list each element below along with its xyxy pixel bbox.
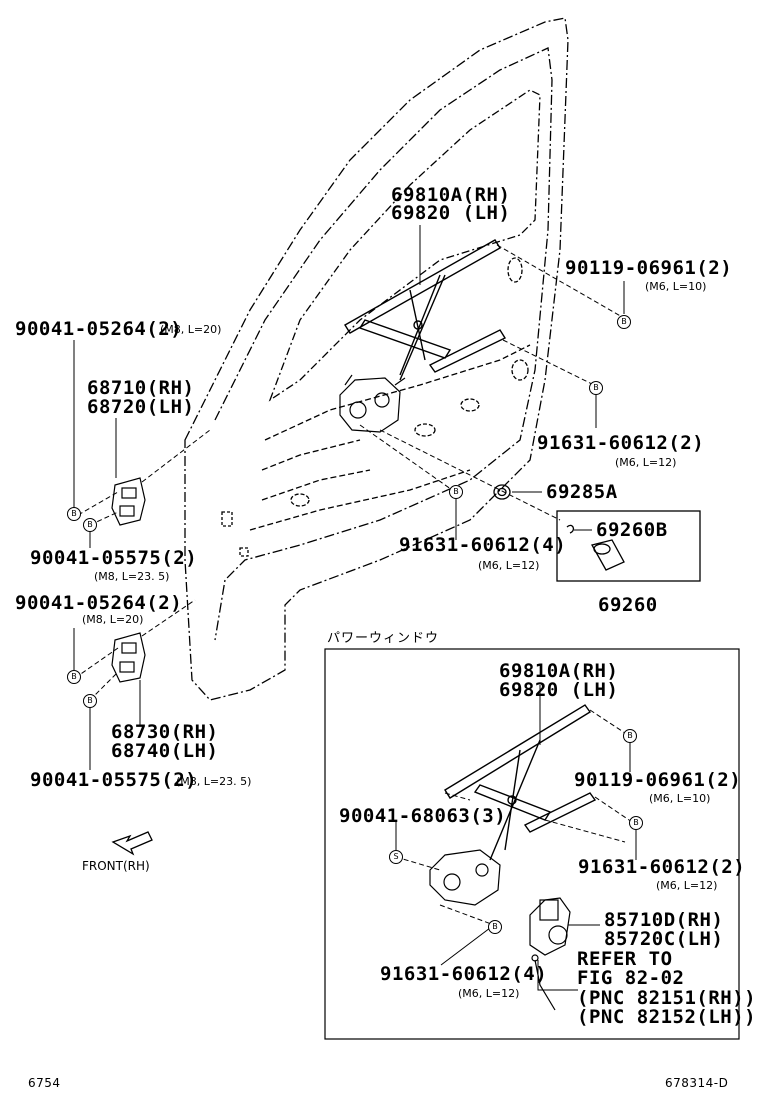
callout-b: B — [67, 670, 81, 684]
callout-b: B — [83, 694, 97, 708]
label-bolt-90041-b-spec: (M8, L=23. 5) — [94, 570, 170, 583]
label-bolt-90041-b: 90041-05575(2) — [30, 547, 198, 569]
label-pw-bolt-91631-left: 91631-60612(4) — [380, 963, 548, 985]
label-hinge-lower-rh: 68730(RH) — [111, 721, 219, 743]
callout-b: B — [83, 518, 97, 532]
label-pw-motor-rh: 85710D(RH) — [604, 909, 724, 931]
label-pw-motor-lh: 85720C(LH) — [604, 928, 724, 950]
callout-s: S — [389, 850, 403, 864]
regulator-main — [344, 239, 507, 381]
label-hinge-lower-lh: 68740(LH) — [111, 740, 219, 762]
window-opening — [268, 89, 541, 402]
label-bolt-90119: 90119-06961(2) — [565, 257, 733, 279]
front-arrow — [111, 831, 153, 856]
label-part-69260: 69260 — [598, 594, 658, 616]
label-bolt-90041-c: 90041-05264(2) — [15, 592, 183, 614]
label-hinge-upper-lh: 68720(LH) — [87, 396, 195, 418]
label-pw-regulator-rh: 69810A(RH) — [499, 660, 619, 682]
label-bolt-91631-right: 91631-60612(2) — [537, 432, 705, 454]
label-pw-bolt-90041: 90041-68063(3) — [339, 805, 507, 827]
label-bolt-91631-right-spec: (M6, L=12) — [615, 456, 677, 469]
label-pw-bolt-91631-right-spec: (M6, L=12) — [656, 879, 718, 892]
label-part-69260b: 69260B — [596, 519, 668, 541]
callout-b: B — [67, 507, 81, 521]
label-bolt-90041-d: 90041-05575(2) — [30, 769, 198, 791]
callout-b: B — [488, 920, 502, 934]
power-window-box — [324, 648, 740, 1040]
label-pw-bolt-91631-left-spec: (M6, L=12) — [458, 987, 520, 1000]
hinge-upper — [111, 477, 146, 526]
label-refer-fig: FIG 82-02 — [577, 967, 685, 989]
label-refer-pnc-lh: (PNC 82152(LH)) — [577, 1006, 757, 1028]
door-panel-outline — [184, 17, 569, 701]
callout-b: B — [629, 816, 643, 830]
power-window-title: パワーウィンドウ — [327, 631, 440, 646]
label-bolt-91631-mid-spec: (M6, L=12) — [478, 559, 540, 572]
label-bolt-90041-c-spec: (M8, L=20) — [82, 613, 144, 626]
label-bolt-90041-a: 90041-05264(2) — [15, 318, 183, 340]
grommet-69285a — [493, 484, 511, 500]
regulator-base-pw — [429, 849, 501, 906]
label-regulator-lh: 69820 (LH) — [391, 202, 511, 224]
callout-b: B — [617, 315, 631, 329]
label-part-69285a: 69285A — [546, 481, 618, 503]
hinge-lower — [111, 632, 146, 683]
regulator-pw — [444, 704, 597, 861]
callout-b: B — [623, 729, 637, 743]
label-bolt-90041-a-spec: (M8, L=20) — [160, 323, 222, 336]
label-refer-pnc-rh: (PNC 82151(RH)) — [577, 987, 757, 1009]
label-regulator-rh: 69810A(RH) — [391, 184, 511, 206]
label-bolt-91631-mid: 91631-60612(4) — [399, 534, 567, 556]
label-bolt-90041-d-spec: (M8, L=23. 5) — [176, 775, 252, 788]
callout-b: B — [589, 381, 603, 395]
regulator-motor-main — [339, 374, 406, 433]
footer-left-code: 6754 — [28, 1076, 61, 1090]
label-front-rh: FRONT(RH) — [82, 859, 150, 873]
label-pw-bolt-90119-spec: (M6, L=10) — [649, 792, 711, 805]
door-inner-frame — [214, 47, 553, 641]
label-pw-bolt-91631-right: 91631-60612(2) — [578, 856, 746, 878]
label-bolt-90119-spec: (M6, L=10) — [645, 280, 707, 293]
label-hinge-upper-rh: 68710(RH) — [87, 377, 195, 399]
label-pw-bolt-90119: 90119-06961(2) — [574, 769, 742, 791]
callout-b: B — [449, 485, 463, 499]
footer-right-code: 678314-D — [665, 1076, 729, 1090]
label-refer-to: REFER TO — [577, 948, 673, 970]
label-pw-regulator-lh: 69820 (LH) — [499, 679, 619, 701]
motor-pw — [529, 897, 571, 1011]
kit-69260-box — [556, 510, 701, 582]
